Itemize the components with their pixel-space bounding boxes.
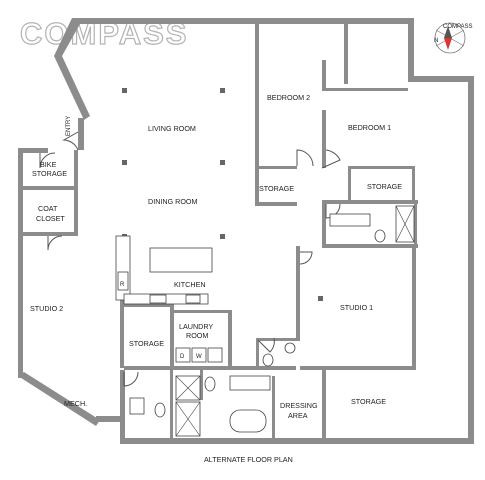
bathtub-icon: [229, 409, 267, 433]
laundry-fixtures: [175, 347, 223, 363]
compass-rose-icon: COMPASS N: [434, 22, 473, 54]
interior-walls: [22, 24, 418, 440]
vanity-icon: [129, 397, 145, 415]
entry-label: ENTRY: [66, 116, 72, 136]
north-label: N: [434, 38, 438, 44]
kitchen-fixtures: [115, 235, 213, 305]
washer: [191, 347, 207, 363]
toilet-icon: [262, 353, 274, 367]
storage-studio-label: STORAGE: [351, 397, 386, 406]
room-labels: ENTRY LIVING ROOM DINING ROOM BEDROOM 2 …: [30, 93, 402, 420]
bike-storage-label-2: STORAGE: [32, 169, 67, 178]
compass-rose-label: COMPASS: [443, 24, 473, 30]
kitchen-sink-icon: [185, 294, 201, 304]
vanity-icon: [329, 213, 371, 227]
toilet-icon: [204, 376, 216, 392]
studio-2-label: STUDIO 2: [30, 304, 63, 313]
living-room-label: LIVING ROOM: [148, 124, 196, 133]
dining-room-label: DINING ROOM: [148, 197, 198, 206]
storage-bedroom-1-label: STORAGE: [367, 182, 402, 191]
cooktop-icon: [149, 294, 167, 304]
dryer: [175, 347, 191, 363]
toilet-icon: [374, 229, 386, 243]
mech-room-label: MECH.: [64, 399, 87, 408]
refrigerator-label: R: [120, 282, 125, 288]
dressing-area-label-2: AREA: [288, 411, 308, 420]
laundry-sink-icon: [207, 347, 223, 363]
bedroom-1-label: BEDROOM 1: [348, 123, 391, 132]
washer-label: W: [196, 354, 202, 360]
storage-kitchen-label: STORAGE: [129, 339, 164, 348]
toilet-icon: [154, 402, 166, 418]
floor-plan-caption: ALTERNATE FLOOR PLAN: [204, 455, 293, 464]
storage-bedroom-2-label: STORAGE: [259, 184, 294, 193]
dryer-label: D: [180, 354, 185, 360]
studio-1-label: STUDIO 1: [340, 303, 373, 312]
refrigerator: [117, 271, 129, 291]
bike-storage-label-1: BIKE: [40, 160, 57, 169]
laundry-room-label-1: LAUNDRY: [179, 322, 213, 331]
kitchen-label: KITCHEN: [174, 280, 206, 289]
exterior-walls: [18, 18, 474, 444]
coat-closet-label-2: CLOSET: [36, 214, 65, 223]
laundry-room-label-2: ROOM: [186, 331, 208, 340]
coat-closet-label-1: COAT: [38, 204, 58, 213]
sink-icon: [284, 342, 296, 354]
door-swings: [39, 131, 341, 387]
bath-fixtures: [129, 205, 415, 437]
bedroom-2-label: BEDROOM 2: [267, 93, 310, 102]
dressing-area-label-1: DRESSING: [280, 401, 318, 410]
vanity-icon: [229, 375, 271, 391]
kitchen-island: [149, 247, 213, 273]
